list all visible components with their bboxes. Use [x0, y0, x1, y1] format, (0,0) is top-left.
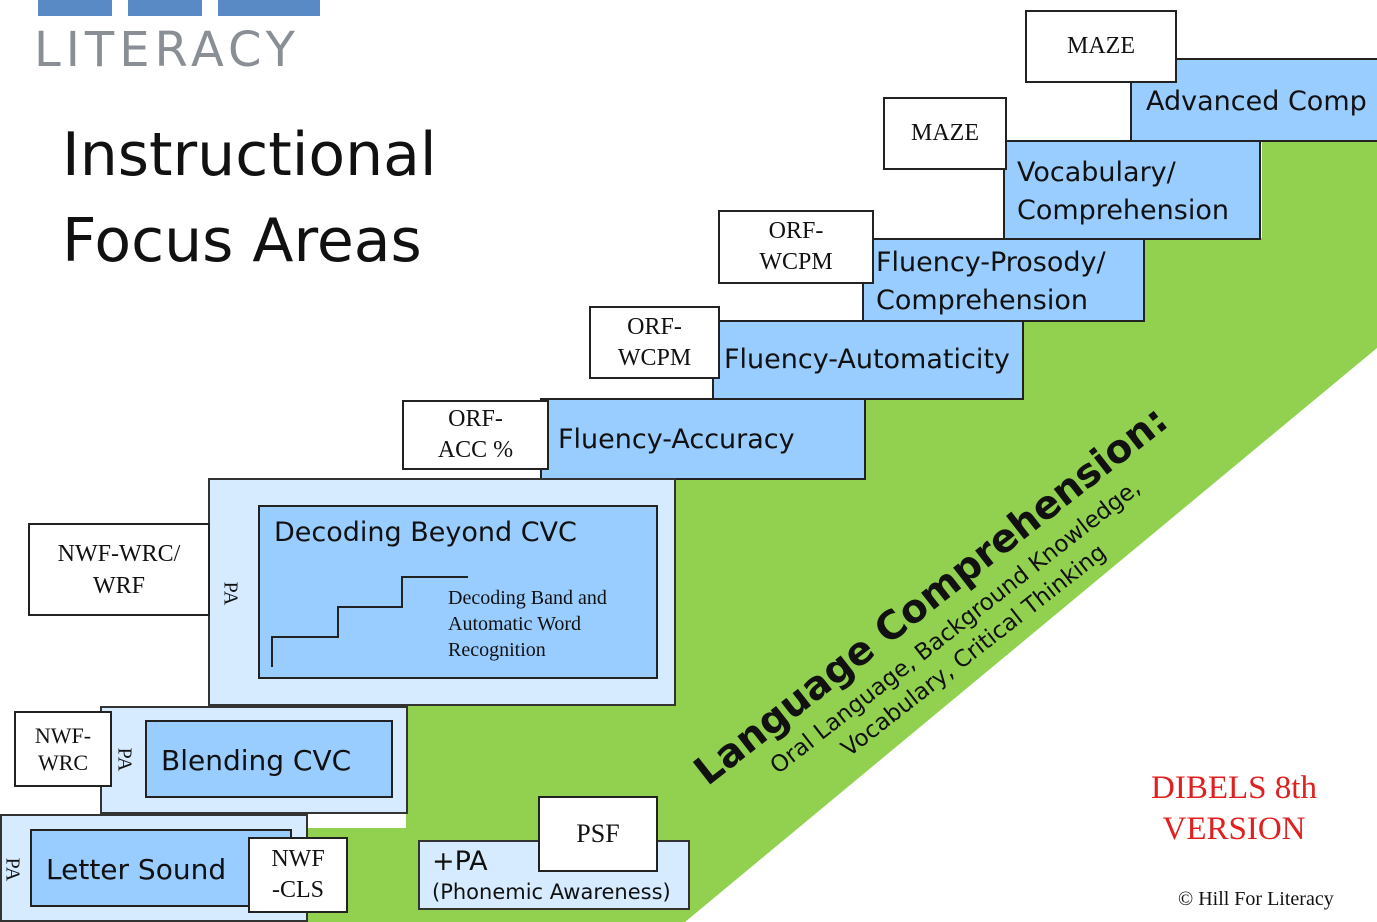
blending-cvc-label: Blending CVC [161, 744, 352, 777]
logo-bar-3 [218, 0, 320, 16]
measure-orf-acc: ORF- ACC % [402, 400, 549, 470]
step-vocab-line-2: Comprehension [1017, 195, 1229, 226]
nwf-wrc-wrf-line-1: NWF-WRC/ [57, 540, 181, 567]
step-vocabulary-comprehension: Vocabulary/ Comprehension [1003, 140, 1261, 240]
version-line-2: VERSION [1162, 811, 1306, 847]
nwf-wrc-line-1: NWF- [34, 723, 92, 748]
decoding-band-line-2: Automatic Word [448, 613, 581, 635]
version-label: DIBELS 8th VERSION [1120, 768, 1348, 850]
decoding-staircase-icon [271, 576, 468, 667]
title-line-2: Focus Areas [62, 206, 422, 276]
step-fluency-accuracy: Fluency-Accuracy [540, 398, 866, 480]
measure-nwf-cls: NWF -CLS [248, 837, 348, 913]
pa-label-blending: PA [113, 747, 136, 772]
step-advanced-label: Advanced Comp [1146, 86, 1367, 117]
logo-bar-2 [128, 0, 202, 16]
decoding-beyond-cvc-box: Decoding Beyond CVC Decoding Band and Au… [258, 505, 658, 679]
title-line-1: Instructional [62, 120, 437, 190]
orf-wcpm-upper-line-1: ORF- [768, 218, 824, 244]
orf-wcpm-lower-line-2: WCPM [617, 344, 692, 371]
measure-maze-second-label: MAZE [911, 120, 979, 146]
nwf-cls-line-1: NWF [271, 846, 325, 872]
orf-wcpm-upper-line-2: WCPM [759, 249, 833, 275]
copyright-text: © Hill For Literacy [1178, 888, 1334, 910]
measure-nwf-wrc: NWF- WRC [14, 711, 112, 787]
measure-maze-top-label: MAZE [1067, 33, 1135, 59]
orf-acc-line-1: ORF- [448, 406, 503, 432]
measure-psf: PSF [538, 796, 658, 872]
step-prosody-line-1: Fluency-Prosody/ [876, 247, 1106, 278]
blending-cvc-box: Blending CVC [145, 720, 393, 798]
measure-psf-label: PSF [576, 819, 620, 848]
step-accuracy-label: Fluency-Accuracy [558, 424, 795, 455]
step-fluency-automaticity: Fluency-Automaticity [712, 320, 1024, 400]
phonemic-line-2: (Phonemic Awareness) [432, 880, 671, 904]
orf-acc-line-2: ACC % [437, 437, 514, 463]
decoding-title: Decoding Beyond CVC [274, 517, 577, 548]
orf-wcpm-lower-line-1: ORF- [627, 313, 682, 340]
measure-maze-second: MAZE [883, 97, 1007, 170]
nwf-wrc-wrf-line-2: WRF [92, 572, 145, 599]
measure-orf-wcpm-lower: ORF- WCPM [589, 306, 720, 379]
nwf-cls-line-2: -CLS [271, 877, 324, 903]
measure-maze-top: MAZE [1025, 10, 1177, 83]
letter-sound-label: Letter Sound [46, 853, 227, 886]
page-title: Instructional Focus Areas [62, 112, 437, 284]
decoding-band-text: Decoding Band and Automatic Word Recogni… [448, 585, 607, 663]
phonemic-line-1: +PA [432, 846, 488, 877]
pa-label-decoding: PA [219, 581, 242, 606]
step-fluency-prosody: Fluency-Prosody/ Comprehension [862, 238, 1145, 322]
step-automaticity-label: Fluency-Automaticity [724, 344, 1010, 375]
logo-text: LITERACY [34, 22, 300, 78]
decoding-band-line-3: Recognition [448, 639, 546, 661]
step-prosody-line-2: Comprehension [876, 285, 1088, 316]
measure-nwf-wrc-wrf: NWF-WRC/ WRF [28, 523, 210, 616]
measure-orf-wcpm-upper: ORF- WCPM [718, 210, 874, 284]
pa-label-letter-sound: PA [1, 857, 24, 882]
version-line-1: DIBELS 8th [1151, 770, 1317, 806]
decoding-band-line-1: Decoding Band and [448, 587, 607, 609]
logo-bar-1 [38, 0, 112, 16]
step-vocab-line-1: Vocabulary/ [1017, 157, 1176, 188]
nwf-wrc-line-2: WRC [37, 750, 89, 775]
